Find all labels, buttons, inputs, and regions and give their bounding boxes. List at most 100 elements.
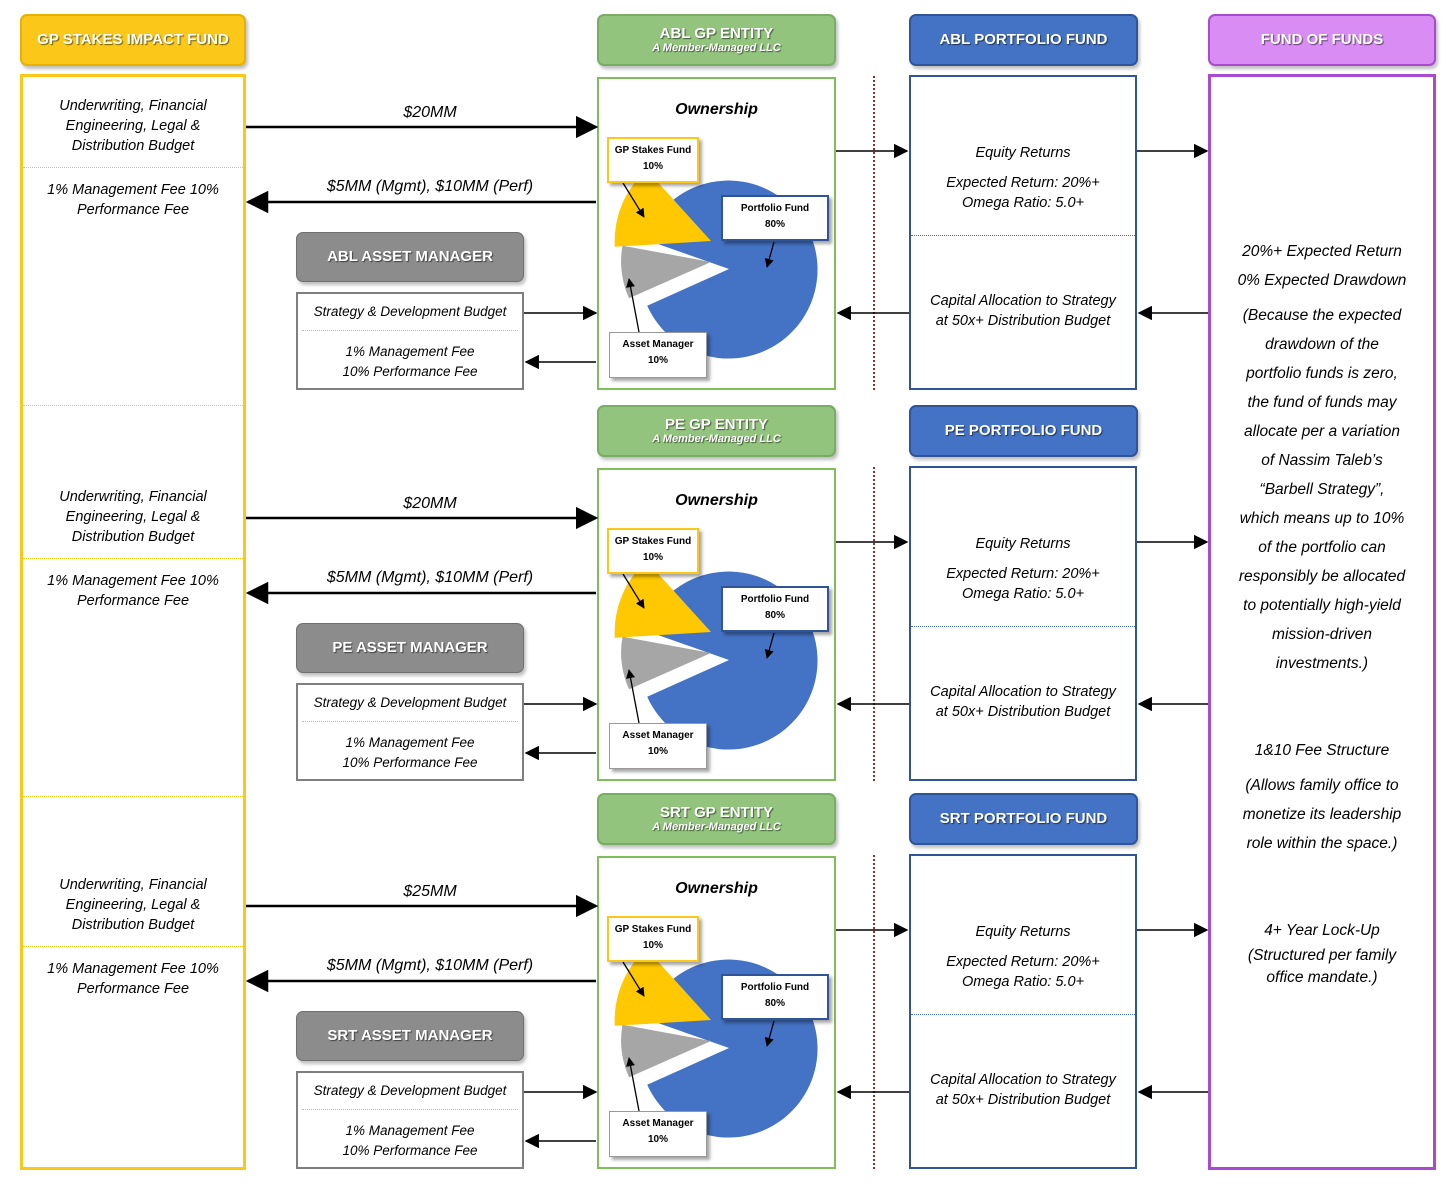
label-portfolio-name: Portfolio Fund [740,203,810,214]
fund-of-funds-header: FUND OF FUNDS [1208,14,1436,66]
label-gp-stakes-fund: GP Stakes Fund 10% [607,528,699,574]
label-portfolio-fund: Portfolio Fund 80% [721,195,829,241]
portfolio-fund-box: Equity Returns Expected Return: 20%+ Ome… [909,466,1137,781]
fof-line: (Allows family office to [1245,777,1399,794]
label-portfolio-value: 80% [764,998,785,1009]
asset-manager-budget: Strategy & Development Budget [313,304,507,319]
asset-manager-header: SRT ASSET MANAGER [296,1011,524,1061]
fof-line: allocate per a variation [1244,423,1400,440]
pie-slice-gp-stakes-fund [614,560,711,638]
label-asset-manager-name: Asset Manager [622,339,694,350]
dotted-separator [873,76,875,390]
fof-barbell-text: (Because the expected drawdown of the po… [1211,301,1433,678]
ownership-box: Ownership GP Stakes Fund 10% Portfolio F… [597,468,836,781]
capital-allocation-1: Capital Allocation to Strategy [930,684,1116,700]
fof-expected-return: 20%+ Expected Return [1242,243,1402,260]
asset-manager-fee1: 1% Management Fee [345,344,475,359]
expected-return: Expected Return: 20%+ [946,175,1100,191]
gp-entity-subtitle: A Member-Managed LLC [652,821,781,834]
portfolio-fund-header-label: PE PORTFOLIO FUND [944,422,1103,440]
asset-manager-header: PE ASSET MANAGER [296,623,524,673]
expected-return: Expected Return: 20%+ [946,954,1100,970]
fof-line: responsibly be allocated [1238,568,1406,585]
gp-underwriting-text: Underwriting, Financial Engineering, Leg… [59,489,207,545]
label-asset-manager: Asset Manager 10% [609,1111,707,1157]
omega-ratio: Omega Ratio: 5.0+ [961,586,1085,602]
gp-stakes-column [20,74,246,1170]
portfolio-divider [911,235,1135,236]
asset-manager-header-label: PE ASSET MANAGER [332,639,488,657]
pie-slice-gp-stakes-fund [614,948,711,1026]
fof-line: to potentially high-yield [1243,597,1401,614]
fof-line: the fund of funds may [1247,394,1397,411]
fof-line: role within the space.) [1246,835,1398,852]
fund-of-funds-column: 20%+ Expected Return 0% Expected Drawdow… [1208,74,1436,1170]
fof-line: (Structured per family [1247,947,1397,964]
asset-manager-header-label: ABL ASSET MANAGER [327,248,493,266]
gp-fees-text: 1% Management Fee 10% Performance Fee [47,573,219,609]
fof-line: of the portfolio can [1258,539,1386,556]
asset-manager-divider [302,721,518,722]
asset-manager-box: Strategy & Development Budget 1% Managem… [296,1071,524,1169]
label-asset-manager-name: Asset Manager [622,1118,694,1129]
portfolio-fund-header: ABL PORTFOLIO FUND [909,14,1138,66]
ownership-title: Ownership [675,492,758,509]
gp-divider [23,558,243,559]
label-portfolio-name: Portfolio Fund [740,594,810,605]
capital-flow-label: $25MM [403,883,457,900]
gp-entity-title: SRT GP ENTITY [659,804,774,822]
portfolio-divider [911,626,1135,627]
equity-returns: Equity Returns [975,536,1071,552]
label-gp-stakes-fund: GP Stakes Fund 10% [607,916,699,962]
label-gp-stakes-value: 10% [642,552,663,563]
capital-allocation-1: Capital Allocation to Strategy [930,293,1116,309]
gp-underwriting-text: Underwriting, Financial Engineering, Leg… [59,877,207,933]
fund-of-funds-header-label: FUND OF FUNDS [1260,31,1384,49]
label-portfolio-fund: Portfolio Fund 80% [721,974,829,1020]
gp-row-divider [23,405,243,406]
portfolio-fund-header: PE PORTFOLIO FUND [909,405,1138,457]
fof-content: 20%+ Expected Return 0% Expected Drawdow… [1211,237,1433,989]
label-asset-manager: Asset Manager 10% [609,723,707,769]
gp-entity-title: ABL GP ENTITY [659,25,774,43]
pie-slice-asset-manager [621,636,711,690]
capital-allocation-1: Capital Allocation to Strategy [930,1072,1116,1088]
gp-divider [23,167,243,168]
gp-fees-text: 1% Management Fee 10% Performance Fee [47,182,219,218]
capital-flow-label: $20MM [403,495,457,512]
pie-pointer-gp [622,182,645,218]
capital-allocation-2: at 50x+ Distribution Budget [935,704,1111,720]
gp-entity-subtitle: A Member-Managed LLC [652,433,781,446]
fof-line: mission-driven [1272,626,1372,643]
asset-manager-budget: Strategy & Development Budget [313,695,507,710]
pie-pointer-asset [626,1057,640,1112]
gp-entity-subtitle: A Member-Managed LLC [652,42,781,55]
pie-pointer-portfolio [764,1020,775,1047]
fee-flow-label: $5MM (Mgmt), $10MM (Perf) [326,569,534,586]
fof-fee-text: (Allows family office to monetize its le… [1211,771,1433,858]
pie-slice-asset-manager [621,245,711,299]
label-asset-manager: Asset Manager 10% [609,332,707,378]
label-gp-stakes-value: 10% [642,161,663,172]
label-asset-manager-value: 10% [647,1134,668,1145]
asset-manager-fee1: 1% Management Fee [345,1123,475,1138]
fof-line: of Nassim Taleb’s [1261,452,1383,469]
gp-stakes-header: GP STAKES IMPACT FUND [20,14,246,66]
capital-allocation-2: at 50x+ Distribution Budget [935,313,1111,329]
pie-pointer-asset [626,669,640,724]
asset-manager-fee2: 10% Performance Fee [342,364,478,379]
ownership-box: Ownership GP Stakes Fund 10% Portfolio F… [597,856,836,1169]
equity-returns: Equity Returns [975,145,1071,161]
asset-manager-fee1: 1% Management Fee [345,735,475,750]
asset-manager-header-label: SRT ASSET MANAGER [327,1027,493,1045]
label-gp-stakes-value: 10% [642,940,663,951]
fof-line: monetize its leadership [1242,806,1402,823]
label-gp-stakes-name: GP Stakes Fund [614,145,692,156]
label-portfolio-name: Portfolio Fund [740,982,810,993]
label-gp-stakes-name: GP Stakes Fund [614,536,692,547]
gp-row-divider [23,796,243,797]
capital-allocation-2: at 50x+ Distribution Budget [935,1092,1111,1108]
expected-return: Expected Return: 20%+ [946,566,1100,582]
capital-flow-label: $20MM [403,104,457,121]
label-portfolio-fund: Portfolio Fund 80% [721,586,829,632]
